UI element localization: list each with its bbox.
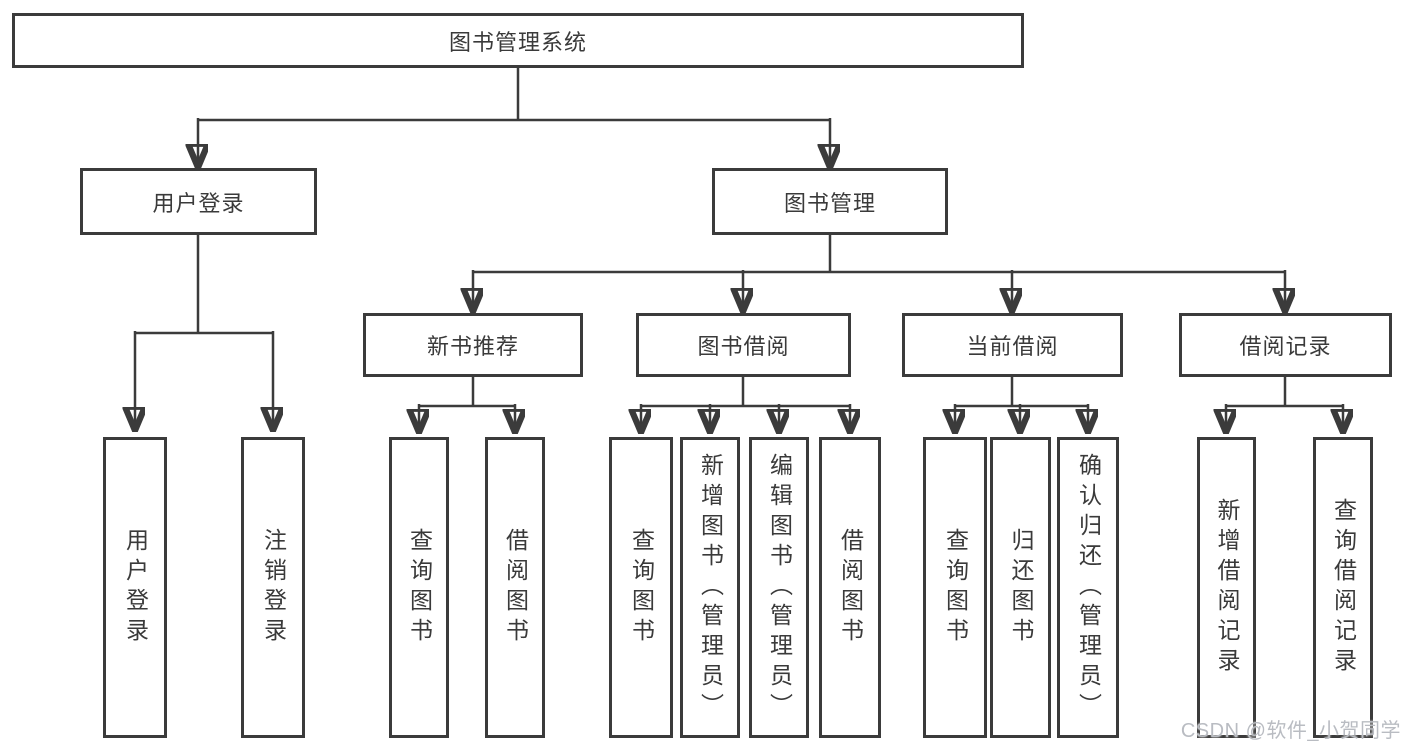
leaf-bb-query-books: 查询图书 (609, 437, 673, 738)
leaf-label: 注销登录 (260, 527, 287, 648)
leaf-label: 查询借阅记录 (1330, 497, 1357, 678)
node-book-management-system: 图书管理系统 (12, 13, 1024, 68)
edges-book-borrow-children (641, 375, 850, 430)
leaf-bb-edit-books-admin: 编辑图书（管理员） (749, 437, 809, 738)
leaf-bb-add-books-admin: 新增图书（管理员） (680, 437, 740, 738)
leaf-br-add-record: 新增借阅记录 (1197, 437, 1256, 738)
edges-book-mgmt-children (473, 233, 1285, 309)
leaf-label: 用户登录 (122, 527, 149, 648)
node-current-borrowing: 当前借阅 (902, 313, 1123, 377)
node-user-login-branch: 用户登录 (80, 168, 317, 235)
node-borrowing-records: 借阅记录 (1179, 313, 1392, 377)
edges-new-book-rec-children (419, 375, 515, 430)
node-new-book-recommend: 新书推荐 (363, 313, 583, 377)
edges-current-borrow-children (955, 375, 1088, 430)
leaf-label: 新增借阅记录 (1214, 497, 1240, 678)
node-book-management-branch: 图书管理 (712, 168, 948, 235)
leaf-label: 查询图书 (628, 527, 655, 648)
leaf-user-login: 用户登录 (103, 437, 167, 738)
edges-borrow-records-children (1226, 375, 1343, 430)
node-book-borrowing: 图书借阅 (636, 313, 851, 377)
leaf-cb-return-books: 归还图书 (990, 437, 1051, 738)
leaf-bb-borrow-books: 借阅图书 (819, 437, 881, 738)
leaf-rec-query-books: 查询图书 (389, 437, 449, 738)
edges-user-login-children (135, 233, 273, 428)
leaf-label: 归还图书 (1008, 527, 1034, 648)
leaf-label: 编辑图书（管理员） (766, 452, 793, 723)
leaf-label: 借阅图书 (837, 527, 864, 648)
leaf-label: 新增图书（管理员） (697, 452, 724, 723)
leaf-logout: 注销登录 (241, 437, 305, 738)
leaf-label: 确认归还（管理员） (1075, 452, 1102, 723)
leaf-cb-query-books: 查询图书 (923, 437, 987, 738)
leaf-label: 查询图书 (406, 527, 433, 648)
leaf-br-query-record: 查询借阅记录 (1313, 437, 1373, 738)
leaf-rec-borrow-books: 借阅图书 (485, 437, 545, 738)
leaf-cb-confirm-return-admin: 确认归还（管理员） (1057, 437, 1119, 738)
leaf-label: 借阅图书 (502, 527, 529, 648)
edges-root-to-level2 (198, 65, 830, 165)
leaf-label: 查询图书 (942, 527, 969, 648)
